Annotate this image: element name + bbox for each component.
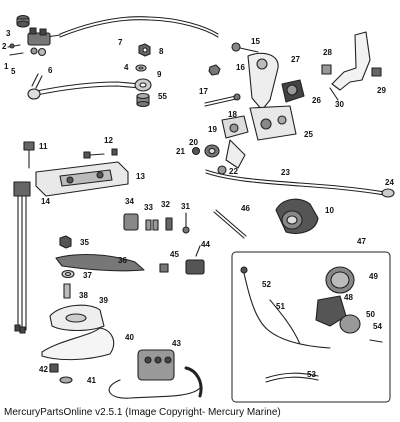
callout-39: 39 — [99, 296, 108, 305]
parts-15-17-screws — [204, 42, 259, 107]
part-3-cap — [16, 14, 30, 28]
callout-9: 9 — [157, 70, 162, 79]
callout-47: 47 — [357, 237, 366, 246]
parts-41-42-hardware — [49, 363, 73, 384]
callout-25: 25 — [304, 130, 313, 139]
parts-28-30-bracket — [321, 31, 382, 101]
callout-51: 51 — [276, 302, 285, 311]
callout-55: 55 — [158, 92, 167, 101]
callout-38: 38 — [79, 291, 88, 300]
callout-21: 21 — [176, 147, 185, 156]
part-13-bracket — [35, 161, 129, 197]
callout-50: 50 — [366, 310, 375, 319]
part-46-strap — [213, 209, 247, 239]
callout-32: 32 — [161, 200, 170, 209]
part-40-lever — [41, 327, 115, 361]
callout-10: 10 — [325, 206, 334, 215]
callout-12: 12 — [104, 136, 113, 145]
throttle-cam-assembly — [221, 52, 305, 169]
callout-43: 43 — [172, 339, 181, 348]
callout-6: 6 — [48, 66, 53, 75]
parts-4-8-hardware — [135, 43, 151, 72]
callout-48: 48 — [344, 293, 353, 302]
callout-16: 16 — [236, 63, 245, 72]
part-7-rod — [39, 16, 219, 39]
callout-37: 37 — [83, 271, 92, 280]
callout-5: 5 — [11, 67, 16, 76]
callout-15: 15 — [251, 37, 260, 46]
parts-1-6-linkage — [7, 27, 51, 57]
callout-54: 54 — [373, 322, 382, 331]
callout-26: 26 — [312, 96, 321, 105]
callout-36: 36 — [118, 256, 127, 265]
callout-33: 33 — [144, 203, 153, 212]
callout-19: 19 — [208, 125, 217, 134]
callout-2: 2 — [2, 42, 7, 51]
part-47-kit-box — [231, 251, 391, 403]
part-14-switch — [13, 181, 31, 334]
callout-52: 52 — [262, 280, 271, 289]
callout-44: 44 — [201, 240, 210, 249]
callout-23: 23 — [281, 168, 290, 177]
callout-4: 4 — [124, 63, 129, 72]
parts-11-12-screws — [23, 141, 118, 169]
callout-27: 27 — [291, 55, 300, 64]
callout-41: 41 — [87, 376, 96, 385]
callout-30: 30 — [335, 100, 344, 109]
callout-1: 1 — [4, 62, 9, 71]
callout-40: 40 — [125, 333, 134, 342]
parts-44-45-connectors — [159, 245, 205, 275]
part-9-arm — [27, 73, 152, 100]
callout-34: 34 — [125, 197, 134, 206]
callout-20: 20 — [189, 138, 198, 147]
callout-46: 46 — [241, 204, 250, 213]
callout-14: 14 — [41, 197, 50, 206]
callout-3: 3 — [6, 29, 11, 38]
callout-11: 11 — [39, 142, 48, 151]
callout-8: 8 — [159, 47, 164, 56]
parts-20-22-hardware — [191, 144, 227, 175]
part-39-plate — [49, 304, 105, 332]
callout-24: 24 — [385, 178, 394, 187]
callout-7: 7 — [118, 38, 123, 47]
callout-35: 35 — [80, 238, 89, 247]
callout-53: 53 — [307, 370, 316, 379]
callout-49: 49 — [369, 272, 378, 281]
part-10-handle — [275, 198, 319, 235]
parts-35-38-lever — [55, 235, 145, 299]
callout-42: 42 — [39, 365, 48, 374]
part-43-harness — [108, 349, 203, 399]
callout-45: 45 — [170, 250, 179, 259]
callout-28: 28 — [323, 48, 332, 57]
callout-17: 17 — [199, 87, 208, 96]
callout-29: 29 — [377, 86, 386, 95]
part-55-spacer — [136, 92, 150, 108]
parts-31-34-components — [123, 212, 190, 234]
callout-18: 18 — [228, 110, 237, 119]
callout-13: 13 — [136, 172, 145, 181]
part-23-cable — [205, 169, 395, 198]
callout-22: 22 — [229, 167, 238, 176]
callout-31: 31 — [181, 202, 190, 211]
copyright-footer: MercuryPartsOnline v2.5.1 (Image Copyrig… — [4, 407, 281, 418]
